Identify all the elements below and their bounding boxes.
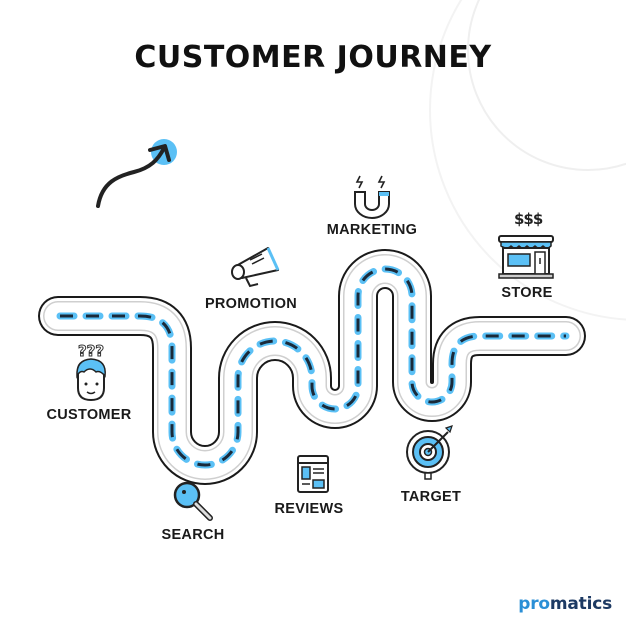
magnet-icon (354, 175, 390, 219)
page-title: CUSTOMER JOURNEY (134, 40, 492, 75)
confused-person-icon: ??? (76, 342, 106, 402)
megaphone-icon (231, 247, 280, 288)
stage-label-customer: CUSTOMER (46, 407, 132, 423)
stage-label-store: STORE (501, 285, 553, 301)
stage-label-promotion: PROMOTION (204, 296, 298, 312)
storefront-icon (498, 235, 554, 279)
stage-label-marketing: MARKETING (326, 222, 418, 238)
stage-label-search: SEARCH (161, 527, 225, 543)
dollar-signs: $$$ (514, 210, 543, 228)
brand-part1: pro (518, 594, 550, 614)
target-icon (406, 425, 453, 480)
question-marks: ??? (78, 342, 104, 360)
magnifier-icon (173, 481, 213, 521)
stage-label-target: TARGET (400, 489, 462, 505)
brand-logo: promatics (518, 594, 612, 614)
brand-part2: matics (549, 594, 612, 614)
stage-label-reviews: REVIEWS (274, 501, 344, 517)
arrow-icon (96, 139, 177, 208)
document-icon (297, 455, 329, 493)
